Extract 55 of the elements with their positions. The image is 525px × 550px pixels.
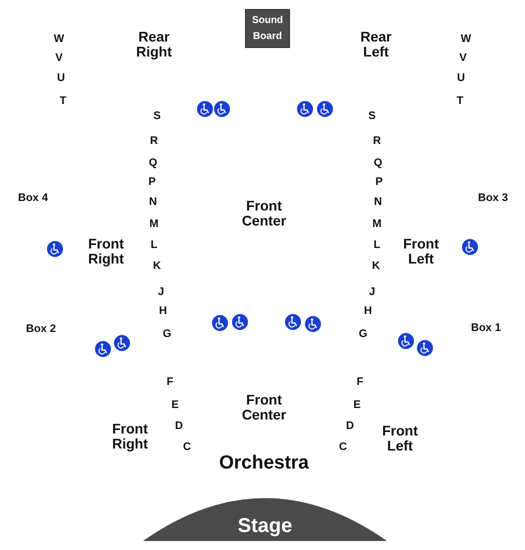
- row-letter: L: [374, 238, 380, 252]
- row-letter: C: [183, 440, 191, 454]
- section-label: Front Left: [381, 424, 419, 454]
- row-letter: H: [364, 304, 372, 318]
- row-letter: N: [374, 196, 382, 208]
- section-label: Front Center: [240, 198, 288, 230]
- row-letter: Q: [374, 156, 382, 170]
- box-label: Box 3: [478, 192, 508, 204]
- row-letter: E: [353, 398, 361, 412]
- row-letter: G: [162, 328, 172, 340]
- row-letter: K: [153, 260, 161, 272]
- row-letter: K: [372, 260, 380, 272]
- stage-shape: [143, 497, 387, 541]
- row-letter: F: [356, 376, 364, 388]
- row-letter: E: [171, 398, 179, 412]
- box-label: Box 2: [26, 322, 56, 336]
- row-letter: F: [166, 376, 174, 388]
- row-letter: T: [456, 94, 464, 108]
- row-letter: M: [372, 218, 382, 230]
- section-label: Front Right: [111, 422, 149, 452]
- row-letter: J: [368, 286, 376, 298]
- row-letter: U: [57, 72, 65, 84]
- row-letter: V: [55, 52, 63, 64]
- row-letter: L: [150, 238, 158, 252]
- section-label: Rear Left: [359, 30, 393, 60]
- row-letter: J: [158, 286, 164, 298]
- row-letter: W: [460, 32, 472, 46]
- row-letter: R: [150, 134, 158, 148]
- row-letter: Q: [148, 156, 158, 170]
- sound-board-box: [245, 9, 290, 48]
- section-label: Front Right: [87, 236, 125, 268]
- row-letter: D: [346, 420, 354, 432]
- row-letter: P: [375, 176, 383, 188]
- booth-label: Sound Board: [250, 14, 284, 44]
- row-letter: G: [358, 328, 368, 340]
- row-letter: S: [153, 110, 161, 122]
- row-letter: V: [459, 52, 467, 64]
- row-letter: N: [149, 196, 157, 208]
- row-letter: H: [159, 304, 167, 318]
- section-label: Rear Right: [135, 30, 173, 60]
- row-letter: R: [373, 134, 381, 148]
- box-label: Box 1: [471, 322, 501, 334]
- row-letter: U: [457, 72, 465, 84]
- row-letter: P: [148, 176, 156, 188]
- row-letter: T: [60, 94, 66, 108]
- area-title: Orchestra: [219, 454, 309, 474]
- row-letter: M: [149, 218, 159, 230]
- row-letter: S: [368, 110, 376, 122]
- section-label: Front Center: [240, 392, 288, 424]
- box-label: Box 4: [18, 192, 48, 204]
- section-label: Front Left: [402, 236, 440, 268]
- row-letter: D: [175, 420, 183, 432]
- stage-label: Stage: [238, 514, 292, 539]
- row-letter: W: [54, 32, 64, 46]
- row-letter: C: [339, 440, 347, 454]
